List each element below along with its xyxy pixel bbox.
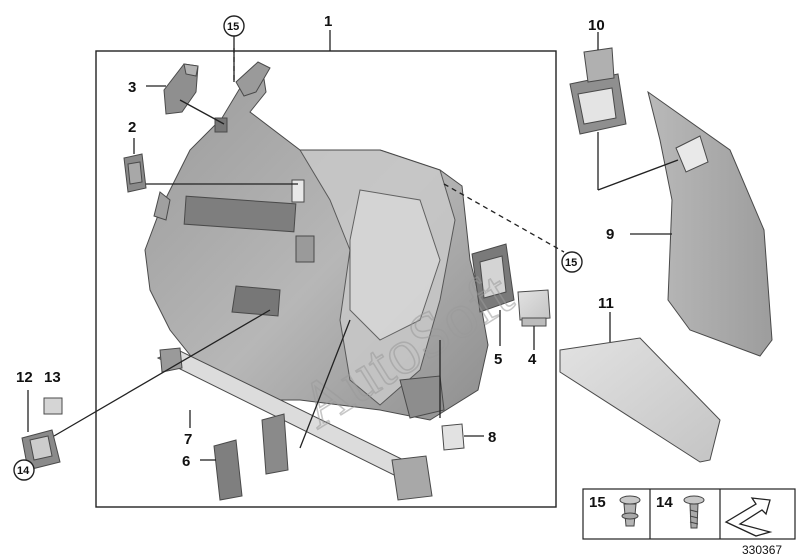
callout-9: 9: [606, 226, 614, 243]
part-8-clip: [441, 423, 465, 451]
callout-5: 5: [494, 351, 502, 368]
part-6-bracket: [213, 413, 289, 501]
part-11-mat: [559, 337, 721, 463]
part-9-panel: [647, 90, 773, 357]
document-number: 330367: [742, 543, 782, 557]
callout-14: 14: [17, 465, 30, 477]
callout-6: 6: [182, 453, 190, 470]
legend-label-14: 14: [656, 494, 673, 511]
clip-fastener-icon: [619, 495, 641, 527]
part-12-button: [21, 429, 61, 471]
arrow-icon: [724, 497, 773, 537]
screw-icon: [683, 495, 705, 529]
callout-10: 10: [588, 17, 605, 34]
part-10-handle: [569, 47, 627, 135]
callout-2: 2: [128, 119, 136, 136]
callout-7: 7: [184, 431, 192, 448]
callout-15-right: 15: [565, 257, 577, 269]
side-trim-panel: [144, 64, 489, 421]
legend-label-15: 15: [589, 494, 606, 511]
callout-15-top-circle: [223, 15, 245, 37]
assembly-frame: [95, 50, 557, 508]
part-3-cover: [163, 63, 228, 133]
callout-8: 8: [488, 429, 496, 446]
callout-1: 1: [324, 13, 332, 30]
callout-15-top: 15: [227, 21, 239, 33]
part-2-trim: [123, 153, 147, 193]
clip-top: [235, 61, 271, 97]
fastener-legend: 15 14: [582, 488, 796, 540]
callout-3: 3: [128, 79, 136, 96]
part-5-handle: [471, 243, 515, 313]
callout-14-circle: [13, 459, 35, 481]
callout-13: 13: [44, 369, 61, 386]
callout-11: 11: [598, 295, 614, 312]
callout-12: 12: [16, 369, 33, 386]
part-4-connector: [517, 289, 551, 327]
leader-lines: [27, 30, 679, 461]
callout-4: 4: [528, 351, 537, 368]
callout-15-right-circle: [561, 251, 583, 273]
part-13-pad: [43, 397, 63, 415]
part-7-strap: [156, 347, 433, 501]
